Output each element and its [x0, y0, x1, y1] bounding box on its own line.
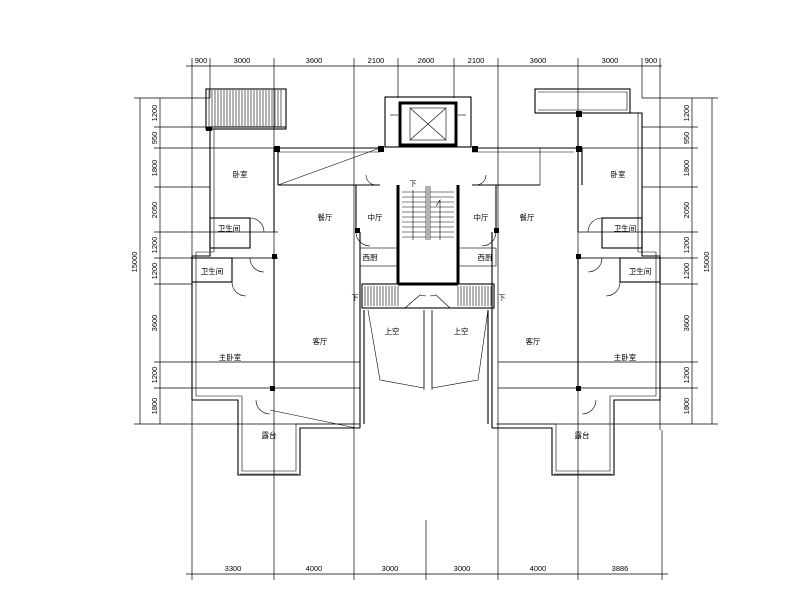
room-dining-left: 餐厅 [318, 213, 333, 222]
stair-mark-upper: 下 [410, 180, 417, 188]
left-unit-walls [190, 88, 381, 476]
dim-right-6: 1200 [682, 263, 691, 280]
dim-left-7: 3600 [150, 315, 159, 332]
room-labels: 卧室 卧室 餐厅 餐厅 中厅 中厅 卫生间 卫生间 卫生间 卫生间 西厨 西厨 … [201, 169, 652, 440]
room-bedroom-right: 卧室 [611, 169, 626, 179]
dim-right-8: 1200 [682, 367, 691, 384]
right-unit-walls [472, 88, 662, 476]
room-living-left: 客厅 [313, 336, 328, 346]
dim-right-4: 2050 [682, 202, 691, 219]
room-balcony-left: 露台 [262, 430, 277, 440]
dim-left-5: 1200 [150, 237, 159, 254]
dim-left-4: 2050 [150, 202, 159, 219]
dim-top-7: 3600 [530, 56, 547, 65]
dim-right-3: 1800 [682, 160, 691, 177]
dim-top-1: 900 [195, 56, 208, 65]
room-bedroom-left: 卧室 [233, 169, 248, 179]
room-master-right: 主卧室 [614, 352, 637, 362]
dim-right-7: 3600 [682, 315, 691, 332]
room-kitchen-left: 西厨 [363, 253, 378, 262]
dim-left-total: 15000 [130, 252, 139, 273]
room-bath-left-upper: 卫生间 [218, 223, 241, 233]
bottom-dimension-chain: 3300 4000 3000 3000 4000 3886 [186, 430, 668, 580]
dim-right-5: 1200 [682, 237, 691, 254]
dim-right-2: 950 [682, 132, 691, 145]
dim-top-5: 2600 [418, 56, 435, 65]
dim-bottom-4: 3000 [454, 564, 471, 573]
dim-left-6: 1200 [150, 263, 159, 280]
stair-mark-left: 下 [352, 294, 359, 302]
room-hall-right: 中厅 [474, 212, 489, 222]
landing-stairs [361, 283, 495, 309]
dim-top-4: 2100 [368, 56, 385, 65]
central-core [359, 96, 497, 390]
room-bath-right-upper: 卫生间 [614, 223, 637, 233]
structural-columns [206, 111, 582, 391]
room-hall-left: 中厅 [368, 212, 383, 222]
dim-bottom-6: 3886 [612, 564, 629, 573]
dim-left-3: 1800 [150, 160, 159, 177]
left-dimension-chain: 1200 950 1800 2050 1200 1200 3600 1200 1… [130, 97, 360, 425]
dim-bottom-2: 4000 [306, 564, 323, 573]
dim-top-6: 2100 [468, 56, 485, 65]
dim-left-2: 950 [150, 132, 159, 145]
dim-left-1: 1200 [150, 105, 159, 122]
right-dimension-chain: 1200 950 1800 2050 1200 1200 3600 1200 1… [498, 97, 718, 425]
dim-top-2: 3000 [234, 56, 251, 65]
dim-bottom-3: 3000 [382, 564, 399, 573]
dim-top-9: 900 [645, 56, 658, 65]
dim-bottom-5: 4000 [530, 564, 547, 573]
dim-right-9: 1800 [682, 398, 691, 415]
room-bath-left-lower: 卫生间 [201, 266, 224, 276]
dim-left-8: 1200 [150, 367, 159, 384]
room-living-right: 客厅 [526, 336, 541, 346]
room-dining-right: 餐厅 [520, 213, 535, 222]
dim-bottom-1: 3300 [225, 564, 242, 573]
stair-mark-right: 下 [499, 294, 506, 302]
room-void-right: 上空 [454, 326, 469, 336]
dim-top-3: 3600 [306, 56, 323, 65]
room-void-left: 上空 [385, 326, 400, 336]
dim-top-8: 3000 [602, 56, 619, 65]
dim-right-total: 15000 [702, 252, 711, 273]
room-kitchen-right: 西厨 [478, 253, 493, 262]
dim-right-1: 1200 [682, 105, 691, 122]
dim-left-9: 1800 [150, 398, 159, 415]
stair-treads [402, 186, 454, 240]
room-bath-right-lower: 卫生间 [629, 266, 652, 276]
room-balcony-right: 露台 [575, 430, 590, 440]
top-dimension-chain: 900 3000 3600 2100 2600 2100 3600 3000 9… [186, 56, 662, 520]
room-master-left: 主卧室 [219, 352, 242, 362]
